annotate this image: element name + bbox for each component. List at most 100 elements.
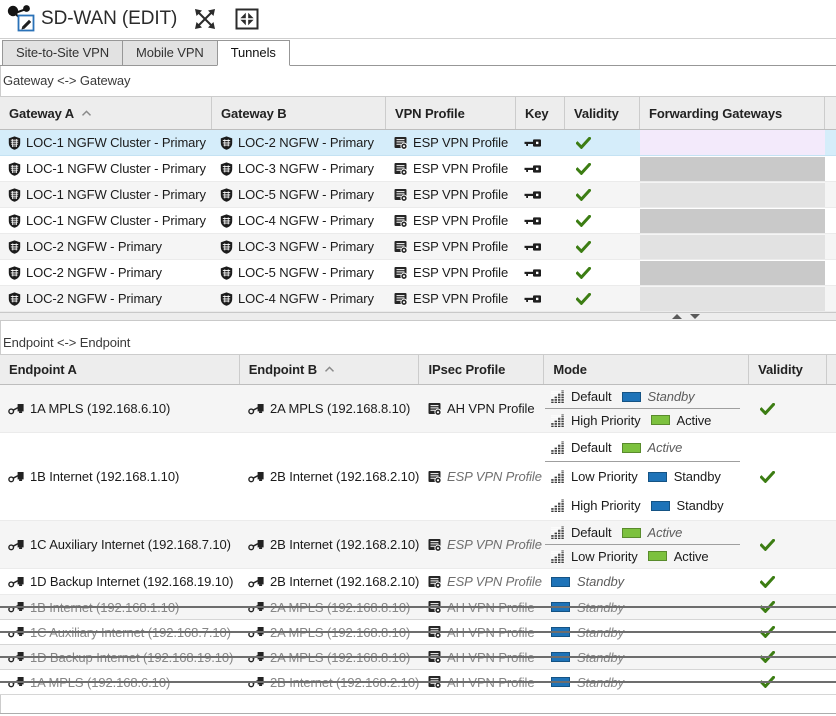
endpoint-b-label: 2A MPLS (192.168.8.10) (270, 624, 411, 640)
endpoint-icon (248, 651, 265, 663)
sdwan-edit-icon (6, 4, 38, 34)
endpoint-icon (248, 403, 265, 415)
column-header-vpn-profile[interactable]: VPN Profile (386, 97, 516, 129)
mode-status-label: Standby (647, 389, 695, 405)
vpn-profile-label: ESP VPN Profile (413, 135, 509, 150)
vpn-profile-icon (394, 162, 408, 176)
column-header-gateway-a[interactable]: Gateway A (0, 97, 212, 129)
key-icon (524, 164, 542, 174)
endpoint-a-cell: 1C Auxiliary Internet (192.168.7.10) (0, 521, 240, 568)
valid-check-icon (760, 651, 775, 663)
valid-check-icon (576, 162, 591, 175)
key-cell (516, 156, 565, 181)
mode-cell: Standby (545, 620, 750, 644)
endpoint-a-label: 1C Auxiliary Internet (192.168.7.10) (30, 537, 231, 552)
gateway-b-label: LOC-2 NGFW - Primary (238, 135, 374, 150)
row-filler-cell (825, 130, 836, 155)
endpoint-a-cell: 1D Backup Internet (192.168.19.10) (0, 569, 240, 594)
valid-check-icon (760, 626, 775, 638)
tab-mobile-vpn[interactable]: Mobile VPN (122, 40, 218, 66)
validity-cell (750, 670, 828, 694)
qos-mode-icon (551, 390, 565, 404)
vpn-profile-cell: ESP VPN Profile (386, 156, 516, 181)
endpoint-tunnel-row[interactable]: 1B Internet (192.168.1.10)2B Internet (1… (0, 433, 836, 521)
endpoint-b-cell: 2A MPLS (192.168.8.10) (240, 385, 420, 432)
gateway-b-label: LOC-4 NGFW - Primary (238, 291, 374, 306)
vpn-profile-label: ESP VPN Profile (413, 239, 509, 254)
tunnel-mode-entry: Standby (545, 645, 750, 669)
endpoint-tunnel-row[interactable]: 1B Internet (192.168.1.10)2A MPLS (192.1… (0, 595, 836, 620)
tunnel-mode-entry: Standby (545, 595, 750, 619)
column-header-key[interactable]: Key (516, 97, 565, 129)
column-header-validity[interactable]: Validity (749, 355, 827, 384)
valid-check-icon (760, 575, 775, 588)
endpoint-b-label: 2B Internet (192.168.2.10) (270, 574, 420, 589)
splitter-down-icon[interactable] (690, 314, 700, 319)
key-cell (516, 130, 565, 155)
endpoint-tunnel-row[interactable]: 1A MPLS (192.168.6.10)2A MPLS (192.168.8… (0, 385, 836, 433)
endpoint-b-cell: 2A MPLS (192.168.8.10) (240, 595, 420, 619)
endpoint-icon (8, 626, 25, 638)
endpoint-icon (8, 471, 25, 483)
endpoint-tunnel-row[interactable]: 1C Auxiliary Internet (192.168.7.10)2A M… (0, 620, 836, 645)
mode-status-chip (551, 576, 570, 587)
forwarding-gateways-cell (640, 130, 825, 155)
ipsec-profile-cell: AH VPN Profile (420, 620, 545, 644)
expand-icon[interactable] (191, 6, 219, 32)
row-filler-cell (828, 645, 836, 669)
validity-cell (565, 182, 640, 207)
restore-icon[interactable] (233, 6, 261, 32)
column-header-gateway-b[interactable]: Gateway B (212, 97, 386, 129)
tab-site-to-site-vpn[interactable]: Site-to-Site VPN (2, 40, 124, 66)
endpoint-tunnel-row[interactable]: 1A MPLS (192.168.6.10)2B Internet (192.1… (0, 670, 836, 695)
gateway-icon (220, 135, 233, 150)
gateway-icon (220, 265, 233, 280)
column-header-validity[interactable]: Validity (565, 97, 640, 129)
vpn-profile-cell: ESP VPN Profile (386, 260, 516, 285)
column-header-endpoint-b[interactable]: Endpoint B (240, 355, 420, 384)
title-bar: SD-WAN (EDIT) (0, 0, 836, 39)
endpoint-tunnel-row[interactable]: 1C Auxiliary Internet (192.168.7.10)2B I… (0, 521, 836, 569)
vpn-profile-icon (428, 538, 442, 552)
mode-status-label: Active (647, 525, 683, 541)
endpoint-b-cell: 2B Internet (192.168.2.10) (240, 433, 420, 520)
gateway-b-cell: LOC-3 NGFW - Primary (212, 234, 386, 259)
page-title: SD-WAN (EDIT) (41, 8, 178, 29)
gateway-a-cell: LOC-1 NGFW Cluster - Primary (0, 182, 212, 207)
endpoint-b-cell: 2A MPLS (192.168.8.10) (240, 645, 420, 669)
endpoint-a-label: 1D Backup Internet (192.168.19.10) (30, 574, 234, 589)
validity-cell (565, 208, 640, 233)
forwarding-gateways-cell (640, 286, 825, 311)
endpoint-b-label: 2B Internet (192.168.2.10) (270, 469, 420, 484)
valid-check-icon (760, 601, 775, 613)
endpoint-b-label: 2B Internet (192.168.2.10) (270, 674, 420, 690)
ipsec-profile-cell: AH VPN Profile (420, 670, 545, 694)
column-header-mode[interactable]: Mode (544, 355, 750, 384)
column-header-forwarding-gateways[interactable]: Forwarding Gateways (640, 97, 825, 129)
splitter-up-icon[interactable] (672, 314, 682, 319)
endpoint-icon (248, 601, 265, 613)
table-splitter[interactable] (0, 312, 836, 321)
endpoint-tunnel-row[interactable]: 1D Backup Internet (192.168.19.10)2A MPL… (0, 645, 836, 670)
endpoint-icon (8, 403, 25, 415)
vpn-profile-label: ESP VPN Profile (413, 265, 509, 280)
endpoint-tunnel-row[interactable]: 1D Backup Internet (192.168.19.10) 2B Int… (0, 569, 836, 595)
forwarding-gateways-cell (640, 260, 825, 285)
mode-status-label: Standby (577, 649, 625, 665)
tab-tunnels[interactable]: Tunnels (216, 40, 290, 66)
column-header-ipsec-profile[interactable]: IPsec Profile (419, 355, 545, 384)
column-header-endpoint-a[interactable]: Endpoint A (0, 355, 240, 384)
mode-status-chip (621, 391, 641, 402)
